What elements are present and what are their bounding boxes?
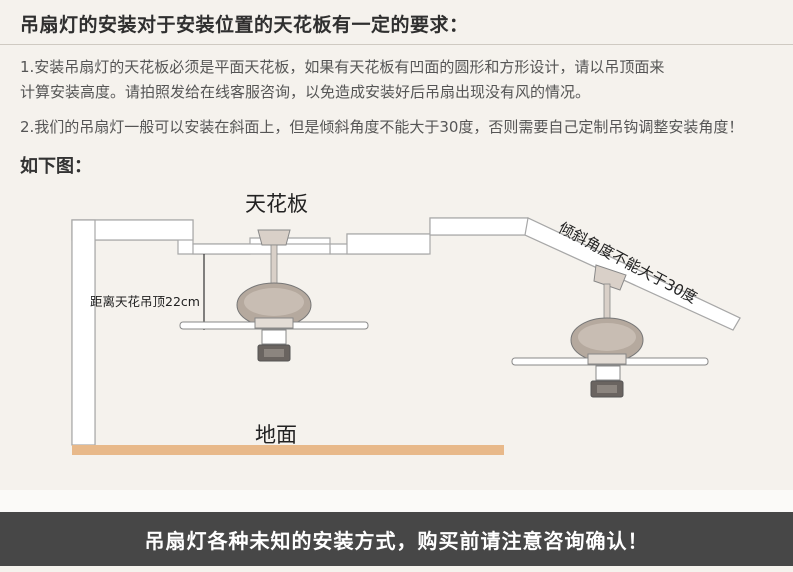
footer-banner: 吊扇灯各种未知的安装方式，购买前请注意咨询确认！ bbox=[0, 512, 793, 566]
ceiling-label: 天花板 bbox=[245, 192, 308, 216]
requirement-paragraph-1: 1.安装吊扇灯的天花板必须是平面天花板，如果有天花板有凹面的圆形和方形设计，请以… bbox=[20, 55, 664, 105]
installation-diagram bbox=[71, 217, 741, 455]
ceiling-band-mid bbox=[192, 243, 331, 255]
ceiling-fan-left bbox=[179, 229, 369, 362]
wall-left bbox=[71, 219, 96, 446]
page-heading: 吊扇灯的安装对于安装位置的天花板有一定的要求： bbox=[20, 14, 469, 36]
paragraph-1-line-2: 计算安装高度。请拍照发给在线客服咨询，以免造成安装好后吊扇出现没有风的情况。 bbox=[20, 83, 591, 101]
requirement-paragraph-2: 2.我们的吊扇灯一般可以安装在斜面上，但是倾斜角度不能大于30度，否则需要自己定… bbox=[20, 118, 744, 136]
ceiling-band-right bbox=[429, 217, 529, 236]
section-spacer bbox=[0, 490, 793, 512]
distance-label: 距离天花吊顶22cm bbox=[90, 294, 200, 309]
slanted-ceiling bbox=[524, 217, 741, 331]
ceiling-fan-right bbox=[511, 264, 709, 398]
heading-divider bbox=[0, 44, 793, 45]
ceiling-band-recess bbox=[346, 233, 431, 255]
paragraph-1-line-1: 1.安装吊扇灯的天花板必须是平面天花板，如果有天花板有凹面的圆形和方形设计，请以… bbox=[20, 58, 665, 76]
diagram-subheading: 如下图： bbox=[20, 156, 92, 177]
floor-bar bbox=[72, 445, 504, 455]
floor-label: 地面 bbox=[255, 423, 297, 447]
